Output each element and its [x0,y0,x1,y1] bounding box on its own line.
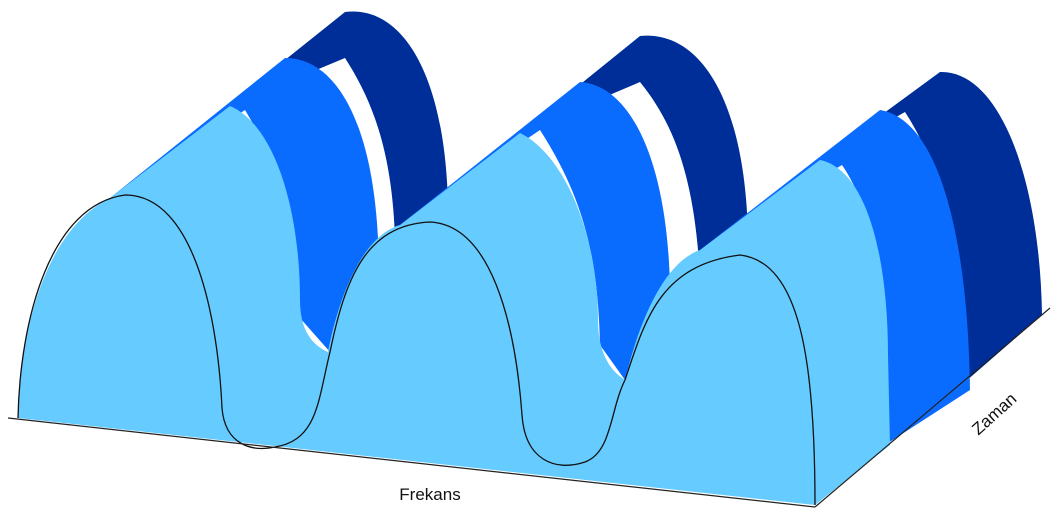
blue-ridge-3 [700,110,970,445]
y-axis-label: Zaman [968,389,1020,439]
surface-middle [110,58,970,445]
blue-ridge-1 [110,58,378,352]
time-axis-line [814,307,1051,508]
light-surface [18,106,890,505]
x-axis-label: Frekans [399,485,460,504]
frequency-axis-line [7,417,816,508]
dark-ridge-3 [820,71,1042,383]
surface-front [17,106,890,506]
cross-section-outline [17,194,816,506]
blue-ridge-2 [400,82,670,380]
axes [7,307,1051,508]
